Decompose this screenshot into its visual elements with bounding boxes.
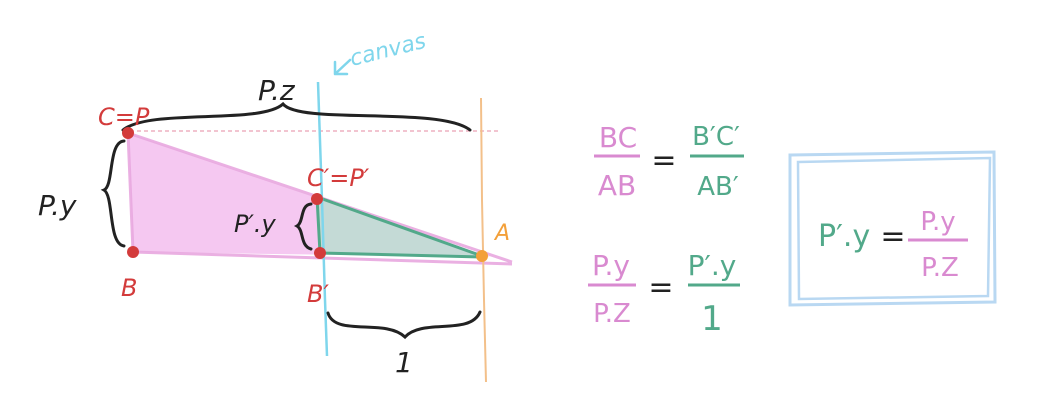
equation-ratio-segments: BC AB = B′C′ AB′ <box>594 121 744 202</box>
label-pz: P.z <box>258 74 296 107</box>
eq1-rhs-numerator: B′C′ <box>692 122 740 152</box>
eye-line <box>480 97 487 383</box>
result-box: P′.y = P.y P.Z <box>788 150 997 307</box>
result-box-outline <box>788 150 997 307</box>
eq1-lhs-numerator: BC <box>599 121 637 154</box>
point-c <box>122 127 134 139</box>
canvas-arrow-icon <box>333 58 352 76</box>
eq2-equals: = <box>648 270 673 305</box>
eq2-lhs-denominator: P.Z <box>593 299 631 329</box>
equation-ratio-values: P.y P.Z = P′.y 1 <box>588 249 740 339</box>
point-a <box>476 250 488 262</box>
eq2-lhs-numerator: P.y <box>592 249 630 282</box>
result-numerator: P.y <box>920 207 955 237</box>
eq2-rhs-denominator: 1 <box>701 299 723 339</box>
result-equals: = <box>880 219 905 254</box>
p-prime-y-brace <box>293 202 313 251</box>
label-one: 1 <box>395 346 413 379</box>
point-b <box>127 246 139 258</box>
result-box-outline-inner <box>796 156 992 301</box>
point-c-prime <box>311 193 323 205</box>
result-lhs: P′.y <box>818 219 870 254</box>
label-a: A <box>493 221 510 246</box>
small-triangle-outline <box>315 195 483 259</box>
eq1-equals: = <box>651 143 676 178</box>
point-b-prime <box>314 247 326 259</box>
label-b: B <box>121 274 137 302</box>
label-p-prime-y: P′.y <box>234 210 277 238</box>
eq1-lhs-denominator: AB <box>598 169 636 202</box>
py-brace <box>100 139 126 248</box>
pz-brace <box>121 101 472 132</box>
label-canvas: canvas <box>347 29 428 72</box>
label-b-prime: B′ <box>307 280 329 308</box>
label-c-eq-p: C=P <box>98 103 150 131</box>
eq2-rhs-numerator: P′.y <box>688 249 737 282</box>
one-brace <box>326 310 482 340</box>
label-c-prime-eq-p-prime: C′=P′ <box>307 164 370 192</box>
result-denominator: P.Z <box>921 253 959 283</box>
label-py: P.y <box>38 189 77 222</box>
eq1-rhs-denominator: AB′ <box>697 172 739 202</box>
